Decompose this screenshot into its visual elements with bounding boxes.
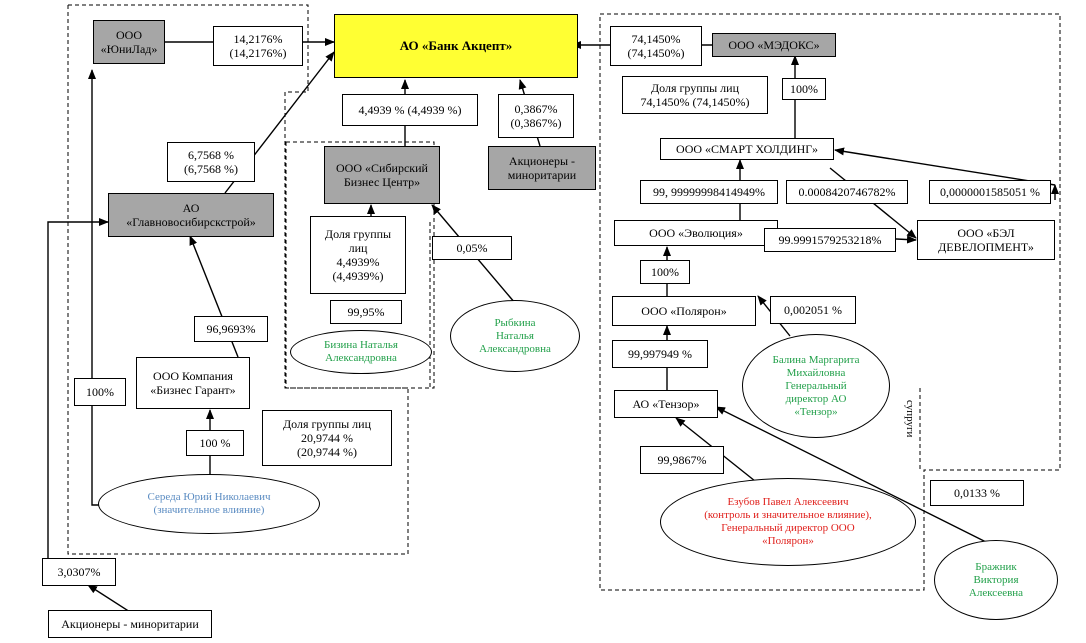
label-brazhnik-pct: 0,0133 %: [930, 480, 1024, 506]
edge-minorbottom: [87, 584, 131, 613]
person-bizina: Бизина Наталья Александровна: [290, 330, 432, 374]
group-boundary-left: [67, 4, 409, 555]
label-tenzor-pct: 99,9867%: [640, 446, 724, 474]
label-yunilad-pct: 14,2176% (14,2176%): [213, 26, 303, 66]
person-rybkina: Рыбкина Наталья Александровна: [450, 300, 580, 372]
label-spouses: супруги: [904, 400, 916, 438]
node-sibirsky-biznes-center: ООО «Сибирский Бизнес Центр»: [324, 146, 440, 204]
label-garant-pct: 96,9693%: [194, 316, 268, 342]
node-bel-development: ООО «БЭЛ ДЕВЕЛОПМЕНТ»: [917, 220, 1055, 260]
edge-minorbottom-glav: [47, 218, 109, 558]
label-polyaron-pct: 99,997949 %: [612, 340, 708, 368]
label-glav-pct: 6,7568 % (6,7568 %): [167, 142, 255, 182]
label-smart-bel-pct: 0.0008420746782%: [786, 180, 908, 204]
label-smart-100: 100%: [782, 78, 826, 100]
edge-sereda-yunilad: [88, 69, 100, 506]
node-evolution: ООО «Эволюция»: [614, 220, 778, 246]
label-sereda-100-b: 100%: [74, 378, 126, 406]
node-bank-akcept: АО «Банк Акцепт»: [334, 14, 578, 78]
label-smart-evo-pct: 99, 99999998414949%: [640, 180, 778, 204]
edge-bel-smart-b: [834, 147, 1056, 186]
node-smart-holding: ООО «СМАРТ ХОЛДИНГ»: [660, 138, 834, 160]
node-minoritarii-top: Акционеры - миноритарии: [488, 146, 596, 190]
label-balina-pct: 0,002051 %: [770, 296, 856, 324]
group-boundary-sibirsky: [285, 141, 435, 389]
label-medoks-group: Доля группы лиц 74,1450% (74,1450%): [622, 76, 768, 114]
node-medoks: ООО «МЭДОКС»: [712, 33, 836, 57]
label-evo-bel-pct: 99.9991579253218%: [764, 228, 896, 252]
node-tenzor: АО «Тензор»: [614, 390, 718, 418]
label-sereda-group: Доля группы лиц 20,9744 % (20,9744 %): [262, 410, 392, 466]
label-sib-pct: 4,4939 % (4,4939 %): [342, 94, 478, 126]
person-sereda: Середа Юрий Николаевич (значительное вли…: [98, 474, 320, 534]
label-bizina-pct: 99,95%: [330, 300, 402, 324]
group-boundary-right: [599, 13, 1061, 591]
label-sereda-100-a: 100 %: [186, 430, 244, 456]
person-ezubov: Езубов Павел Алексеевич (контроль и знач…: [660, 478, 916, 566]
node-minoritarii-bottom: Акционеры - миноритарии: [48, 610, 212, 638]
person-brazhnik: Бражник Виктория Алексеевна: [934, 540, 1058, 620]
node-glavnovosibirskstroy: АО «Главновосибирскстрой»: [108, 193, 274, 237]
edge-brazhnik-tenz: [715, 406, 993, 546]
label-medoks-pct: 74,1450% (74,1450%): [610, 26, 702, 66]
label-rybkina-pct: 0,05%: [432, 236, 512, 260]
label-evo-100: 100%: [640, 260, 690, 284]
label-minor-top-pct: 0,3867% (0,3867%): [498, 94, 574, 138]
label-smart-third-pct: 0,0000001585051 %: [929, 180, 1051, 204]
node-polyaron: ООО «Полярон»: [612, 296, 756, 326]
person-balina: Балина Маргарита Михайловна Генеральный …: [742, 334, 890, 438]
node-yunilad: ООО «ЮниЛад»: [93, 20, 165, 64]
label-minor-bottom-pct: 3,0307%: [42, 558, 116, 586]
label-bizina-group: Доля группы лиц 4,4939% (4,4939%): [310, 216, 406, 294]
node-biznes-garant: ООО Компания «Бизнес Гарант»: [136, 357, 250, 409]
